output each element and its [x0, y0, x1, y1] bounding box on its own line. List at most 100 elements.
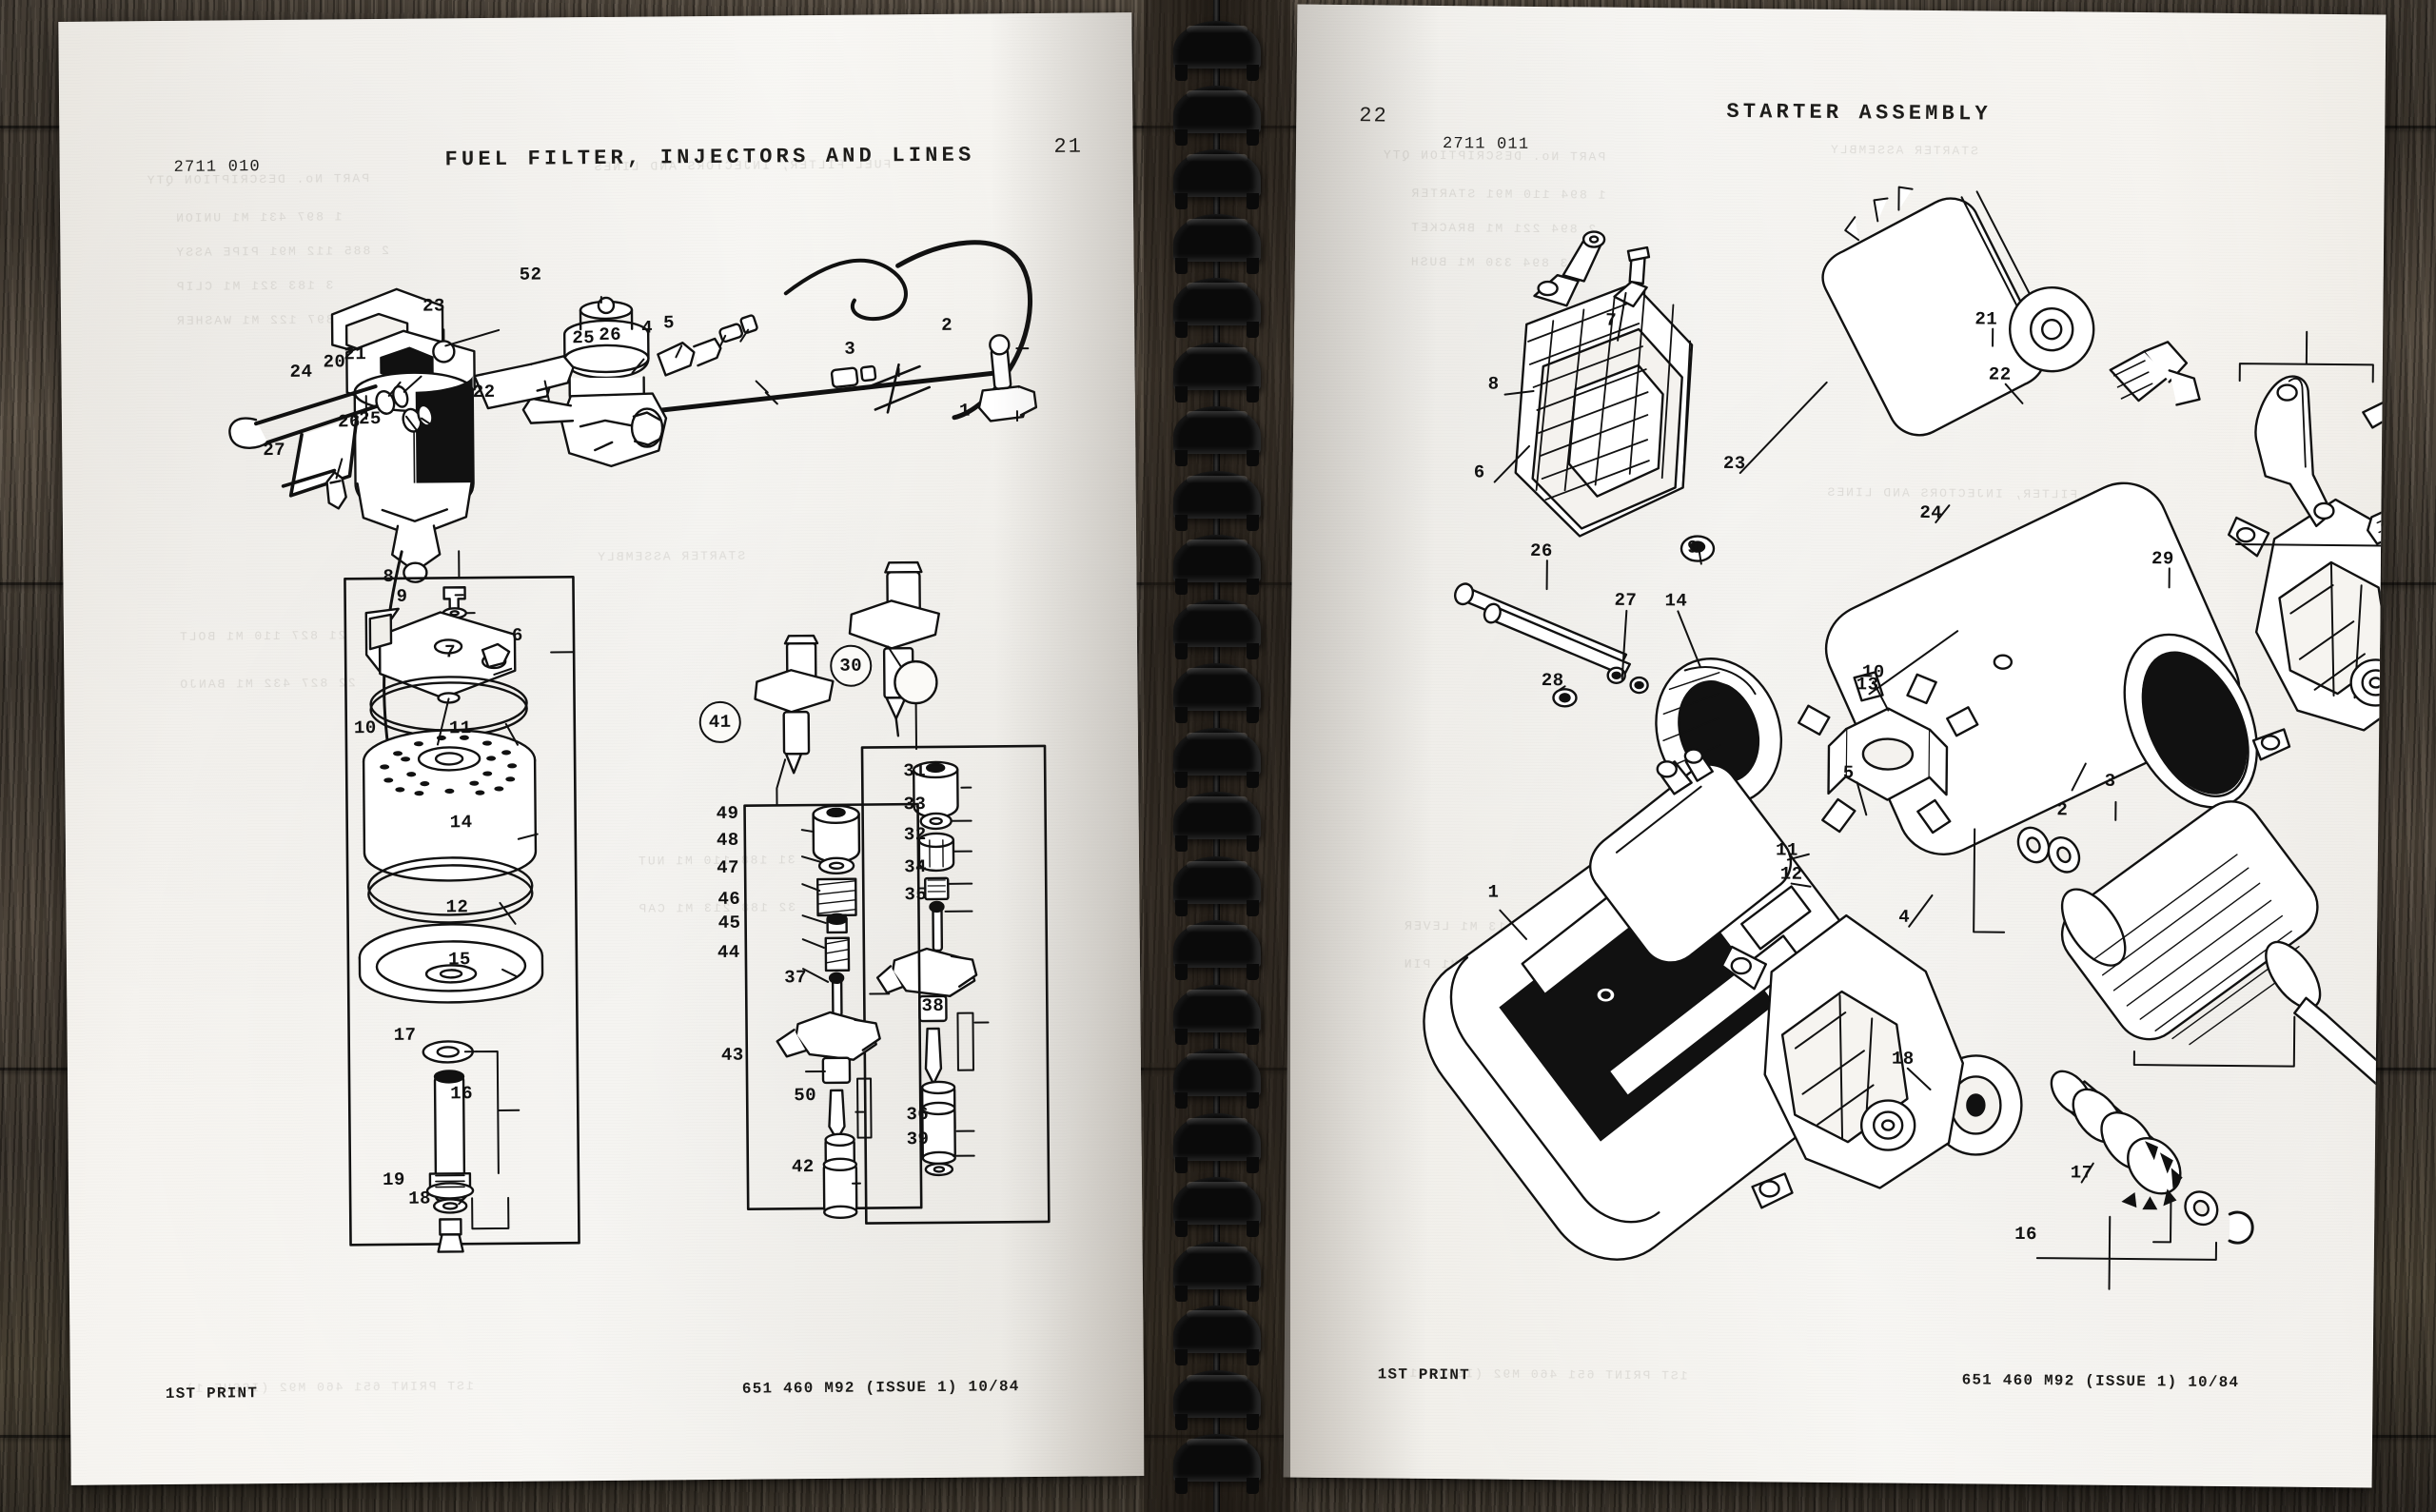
fuel-system-callout-10: 10 — [353, 717, 377, 739]
fuel-system-callout-7: 7 — [444, 641, 457, 663]
left-page: PART No. DESCRIPTION QTY 1 897 431 M1 UN… — [58, 12, 1145, 1485]
right-page: PART No. DESCRIPTION QTY 1 894 110 M91 S… — [1283, 4, 2387, 1488]
binding-comb-tooth — [1173, 278, 1261, 338]
fuel-system-callout-41: 41 — [698, 700, 741, 744]
fuel-system-callout-24: 24 — [289, 361, 313, 383]
fuel-system-callout-30: 30 — [830, 644, 873, 687]
fuel-system-callout-14: 14 — [449, 812, 473, 834]
binding-comb-tooth — [1173, 149, 1261, 209]
fuel-system-callout-26: 26 — [337, 411, 361, 433]
starter-callout-11: 11 — [1775, 839, 1798, 861]
fuel-system-callout-47: 47 — [717, 856, 740, 878]
fuel-system-callout-50: 50 — [794, 1085, 817, 1107]
starter-callout-29: 29 — [2151, 548, 2174, 570]
fuel-system-callout-35: 35 — [904, 884, 928, 906]
left-footer-print: 1ST PRINT — [165, 1384, 259, 1404]
fuel-system-callout-21: 21 — [344, 344, 367, 365]
starter-callout-2: 2 — [2056, 799, 2069, 821]
fuel-system-callout-36: 36 — [906, 1104, 930, 1126]
comb-binding — [1138, 0, 1296, 1512]
binding-comb-tooth — [1173, 213, 1261, 274]
fuel-system-callout-17: 17 — [393, 1024, 417, 1046]
fuel-system-callout-39: 39 — [906, 1129, 930, 1150]
right-footer-issue: 651 460 M92 (ISSUE 1) 10/84 — [1961, 1371, 2240, 1392]
binding-comb-tooth — [1173, 599, 1261, 659]
starter-callout-14: 14 — [1664, 590, 1688, 612]
fuel-system-callout-44: 44 — [717, 941, 740, 963]
fuel-system-callout-23: 23 — [422, 295, 445, 317]
fuel-system-callout-32: 32 — [903, 824, 927, 846]
binding-comb-tooth — [1173, 1306, 1261, 1365]
starter-callout-13: 13 — [1856, 674, 1879, 696]
starter-assembly-exploded-diagram — [1284, 5, 2387, 1488]
starter-callout-27: 27 — [1614, 589, 1638, 611]
right-gutter-shadow — [1283, 4, 1441, 1479]
fuel-system-callout-52: 52 — [519, 264, 542, 285]
starter-callout-17: 17 — [2070, 1162, 2093, 1184]
fuel-system-callout-43: 43 — [720, 1044, 744, 1066]
binding-comb-tooth — [1173, 1241, 1261, 1302]
starter-callout-3: 3 — [2104, 770, 2116, 792]
fuel-system-callout-5: 5 — [663, 312, 676, 334]
starter-callout-9: 9 — [1686, 537, 1699, 559]
binding-comb-tooth — [1173, 406, 1261, 466]
fuel-system-callout-9: 9 — [396, 585, 408, 607]
binding-comb-tooth — [1173, 855, 1261, 916]
binding-comb-tooth — [1173, 792, 1261, 852]
binding-comb-tooth — [1173, 470, 1261, 531]
binding-comb-tooth — [1173, 1369, 1261, 1430]
binding-comb-tooth — [1173, 920, 1261, 980]
starter-callout-8: 8 — [1487, 373, 1500, 395]
binding-comb-tooth — [1173, 342, 1261, 403]
binding-comb-tooth — [1173, 535, 1261, 595]
starter-callout-4: 4 — [1898, 906, 1911, 928]
fuel-system-callout-3: 3 — [844, 338, 856, 360]
fuel-system-callout-8: 8 — [383, 565, 395, 587]
binding-comb-tooth — [1173, 1434, 1261, 1494]
fuel-system-callout-2: 2 — [941, 314, 953, 336]
fuel-system-callout-20: 20 — [323, 351, 346, 373]
fuel-system-callout-33: 33 — [903, 794, 927, 815]
binding-comb-tooth — [1173, 663, 1261, 723]
starter-callout-21: 21 — [1974, 308, 1998, 330]
fuel-system-callout-15: 15 — [447, 949, 471, 971]
fuel-system-callout-1: 1 — [958, 400, 971, 422]
fuel-system-callout-31: 31 — [903, 760, 927, 782]
fuel-system-callout-42: 42 — [791, 1156, 815, 1178]
starter-callout-1: 1 — [1487, 881, 1500, 903]
starter-callout-6: 6 — [1473, 461, 1485, 483]
binding-comb-tooth — [1173, 1049, 1261, 1109]
fuel-system-callout-18: 18 — [408, 1188, 432, 1209]
fuel-system-callout-4: 4 — [641, 317, 654, 339]
starter-callout-16: 16 — [2014, 1223, 2038, 1246]
fuel-system-callout-38: 38 — [921, 994, 945, 1017]
binding-comb-tooth — [1173, 1112, 1261, 1173]
fuel-system-callout-19: 19 — [382, 1168, 405, 1191]
starter-callout-26: 26 — [1529, 540, 1553, 562]
starter-callout-22: 22 — [1988, 363, 2012, 385]
fuel-system-callout-34: 34 — [904, 856, 928, 878]
starter-callout-28: 28 — [1541, 670, 1564, 692]
binding-comb-tooth — [1173, 85, 1261, 146]
binding-comb-tooth — [1173, 1177, 1261, 1237]
left-gutter-shadow — [989, 12, 1145, 1478]
fuel-system-exploded-diagram — [58, 12, 1144, 1485]
binding-comb-tooth — [1173, 21, 1261, 81]
fuel-system-callout-12: 12 — [445, 896, 469, 918]
fuel-system-callout-46: 46 — [717, 888, 741, 910]
starter-callout-23: 23 — [1722, 452, 1746, 475]
fuel-system-callout-22: 22 — [472, 381, 496, 403]
fuel-system-callout-11: 11 — [448, 717, 472, 739]
left-footer-issue: 651 460 M92 (ISSUE 1) 10/84 — [741, 1378, 1020, 1398]
fuel-system-callout-26: 26 — [599, 324, 622, 346]
fuel-system-callout-27: 27 — [263, 439, 286, 461]
fuel-system-callout-45: 45 — [717, 912, 741, 933]
fuel-system-callout-16: 16 — [450, 1083, 474, 1105]
fuel-system-callout-49: 49 — [716, 802, 739, 824]
starter-callout-18: 18 — [1891, 1048, 1915, 1070]
fuel-system-callout-25: 25 — [572, 327, 596, 349]
